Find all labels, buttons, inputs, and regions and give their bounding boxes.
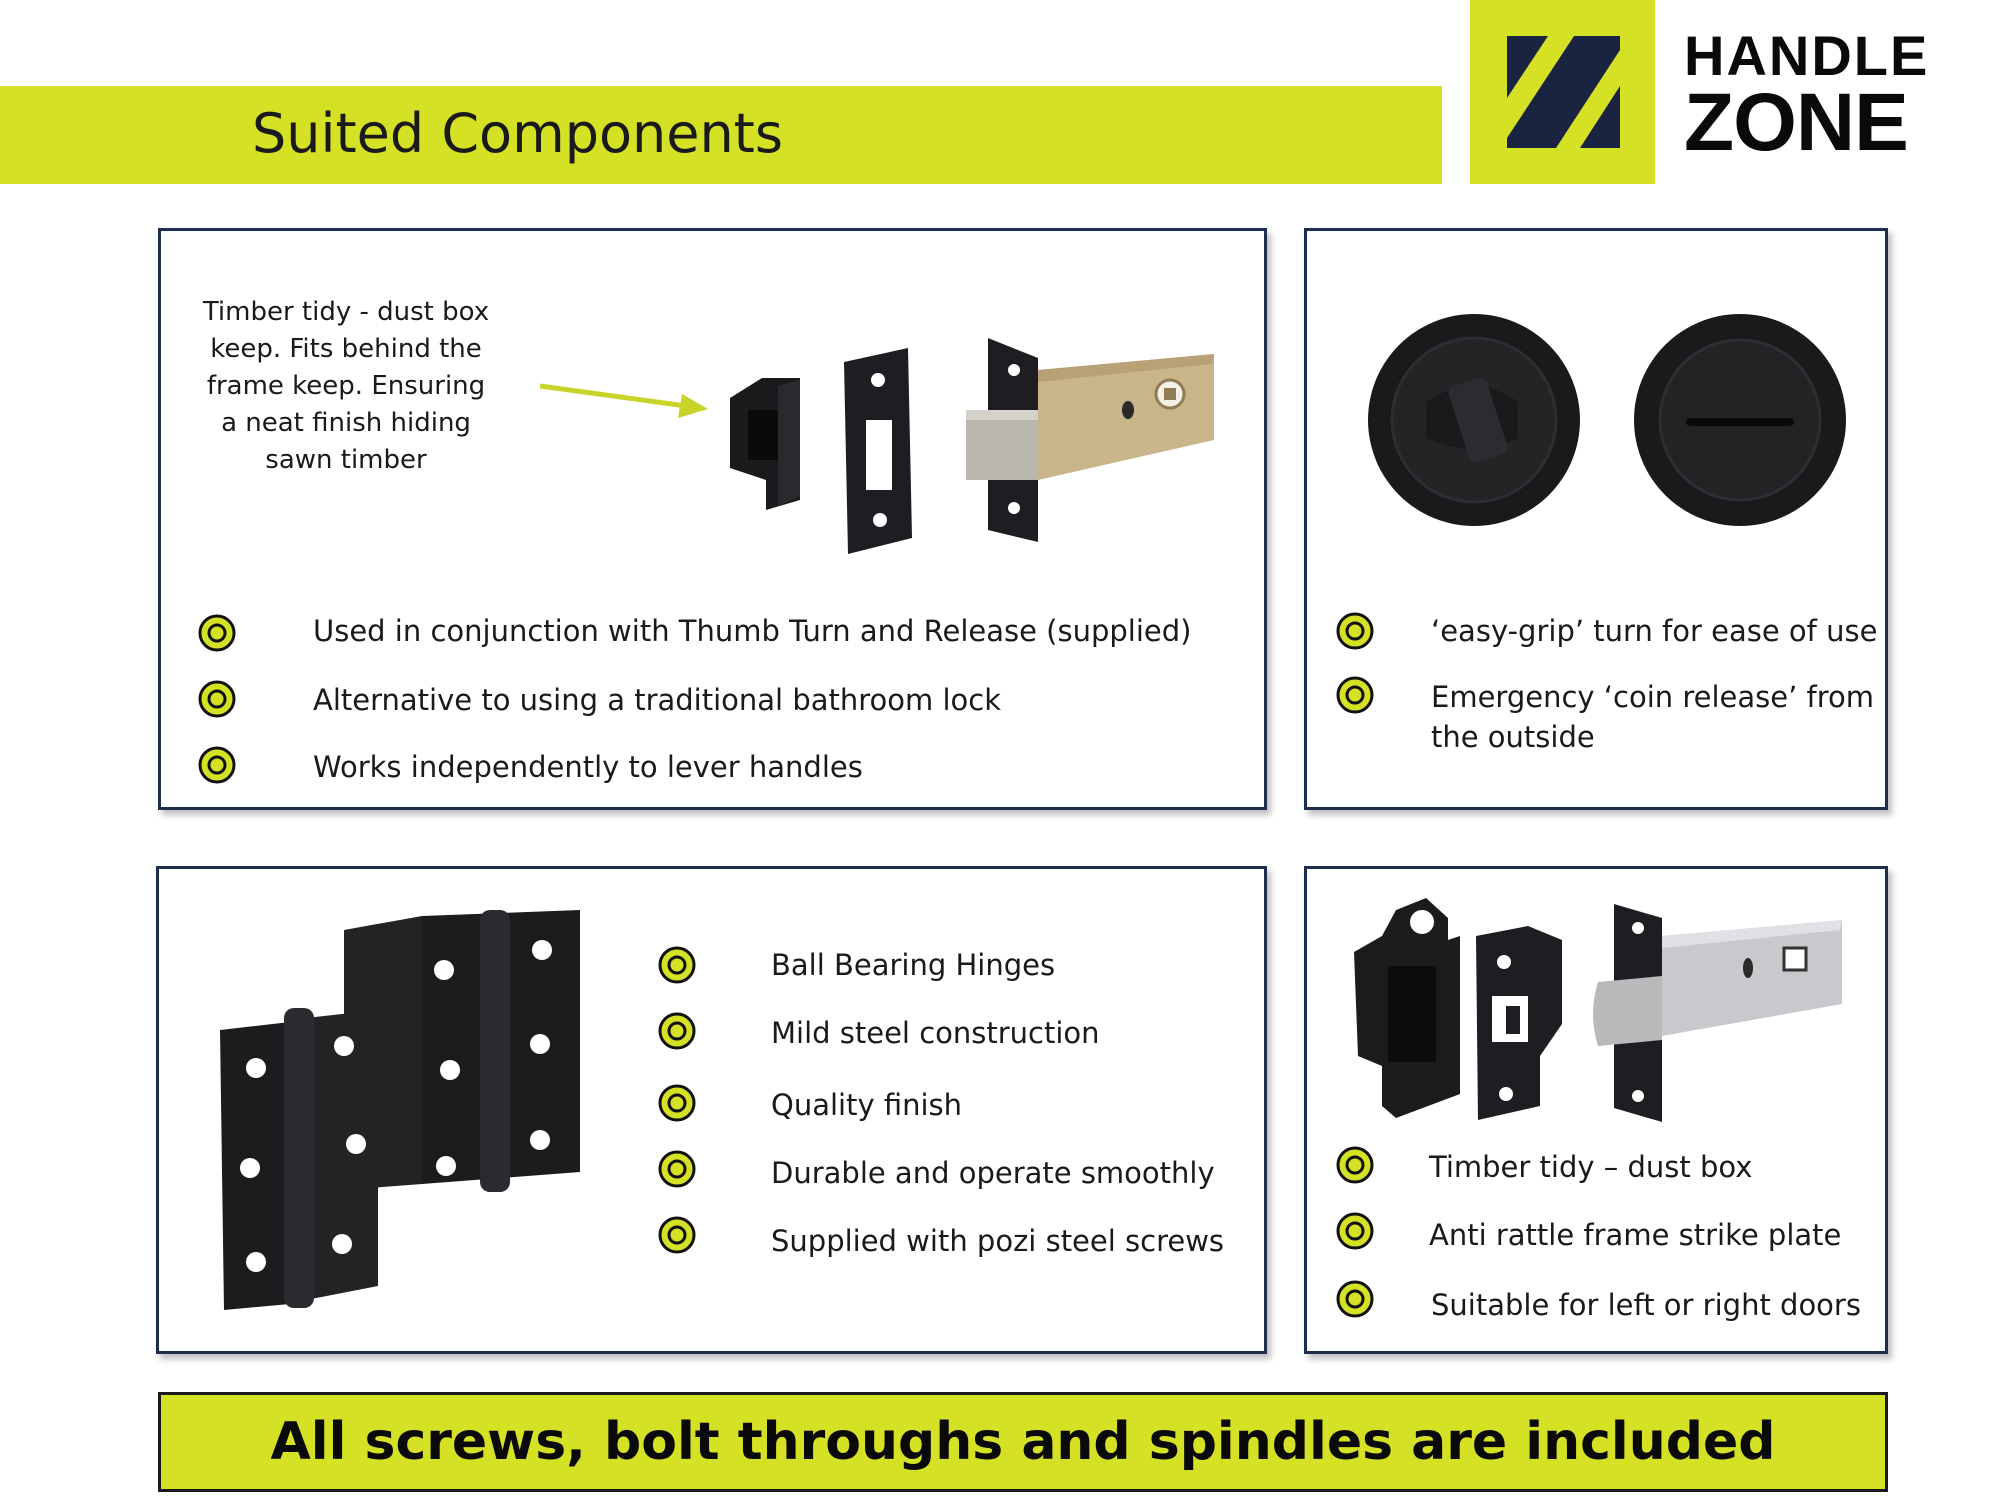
bullet-icon <box>658 1150 696 1192</box>
bullet-icon <box>658 1012 696 1054</box>
latch-body-icon <box>1593 904 1842 1122</box>
tubular-latch-product-image <box>1354 898 1842 1122</box>
bullet-icon <box>198 614 236 656</box>
deadbolt-body-icon <box>966 338 1214 542</box>
bullet-icon <box>1336 676 1374 718</box>
dust-box-icon <box>1354 898 1460 1118</box>
brand-wordmark: HANDLE ZONE <box>1684 28 1929 164</box>
hinge-front-icon <box>220 1008 378 1310</box>
hinge-back-icon <box>344 910 580 1192</box>
dust-box-note: Timber tidy - dust box keep. Fits behind… <box>202 297 490 475</box>
hinges-bullet-4: Durable and operate smoothly <box>771 1156 1215 1190</box>
hinges-bullet-5: Supplied with pozi steel screws <box>771 1224 1225 1258</box>
coin-release-icon <box>1634 314 1846 526</box>
bullet-icon <box>198 746 236 788</box>
bullet-icon <box>658 1084 696 1126</box>
deadbolt-bullet-1: Used in conjunction with Thumb Turn and … <box>313 614 1192 648</box>
bullet-icon <box>1336 612 1374 654</box>
deadbolt-product-image <box>730 338 1214 554</box>
bullet-icon <box>658 1216 696 1258</box>
strike-plate-icon <box>844 348 912 554</box>
bullet-icon <box>658 946 696 988</box>
panel-thumb-turn <box>1304 228 1888 810</box>
strike-plate-icon <box>1476 926 1562 1120</box>
brand-line2: ZONE <box>1684 77 1909 168</box>
hinges-bullet-3: Quality finish <box>771 1088 963 1122</box>
latch-bullet-3: Suitable for left or right doors <box>1431 1288 1861 1322</box>
thumb-turn-bullet-2: Emergency ‘coin release’ from <box>1431 680 1875 714</box>
bullet-icon <box>198 680 236 722</box>
thumb-turn-bullet-2-cont: the outside <box>1431 720 1595 754</box>
bullet-icon <box>1336 1280 1374 1322</box>
included-banner: All screws, bolt throughs and spindles a… <box>158 1392 1888 1492</box>
thumb-turn-product-image <box>1368 314 1846 526</box>
latch-bullet-1: Timber tidy – dust box <box>1429 1150 1753 1184</box>
hinges-bullet-1: Ball Bearing Hinges <box>771 948 1056 982</box>
dust-box-icon <box>730 378 800 510</box>
included-banner-text: All screws, bolt throughs and spindles a… <box>270 1412 1776 1472</box>
deadbolt-bullet-3: Works independently to lever handles <box>313 750 863 784</box>
brand-line1: HANDLE <box>1684 24 1930 87</box>
hinges-bullet-2: Mild steel construction <box>771 1016 1100 1050</box>
pointer-arrow-icon <box>539 383 708 418</box>
thumb-turn-icon <box>1368 314 1580 526</box>
panel-deadbolt <box>158 228 1267 810</box>
latch-bullet-2: Anti rattle frame strike plate <box>1429 1218 1842 1252</box>
thumb-turn-bullet-1: ‘easy-grip’ turn for ease of use <box>1431 614 1878 648</box>
bullet-icon <box>1336 1146 1374 1188</box>
title-bar <box>0 86 1442 184</box>
page-title: Suited Components <box>252 102 783 165</box>
hinges-product-image <box>220 910 580 1310</box>
bullet-icon <box>1336 1212 1374 1254</box>
deadbolt-bullet-2: Alternative to using a traditional bathr… <box>313 683 1002 717</box>
brand-logo <box>1470 0 1655 184</box>
zone-logo-icon <box>1507 36 1620 148</box>
